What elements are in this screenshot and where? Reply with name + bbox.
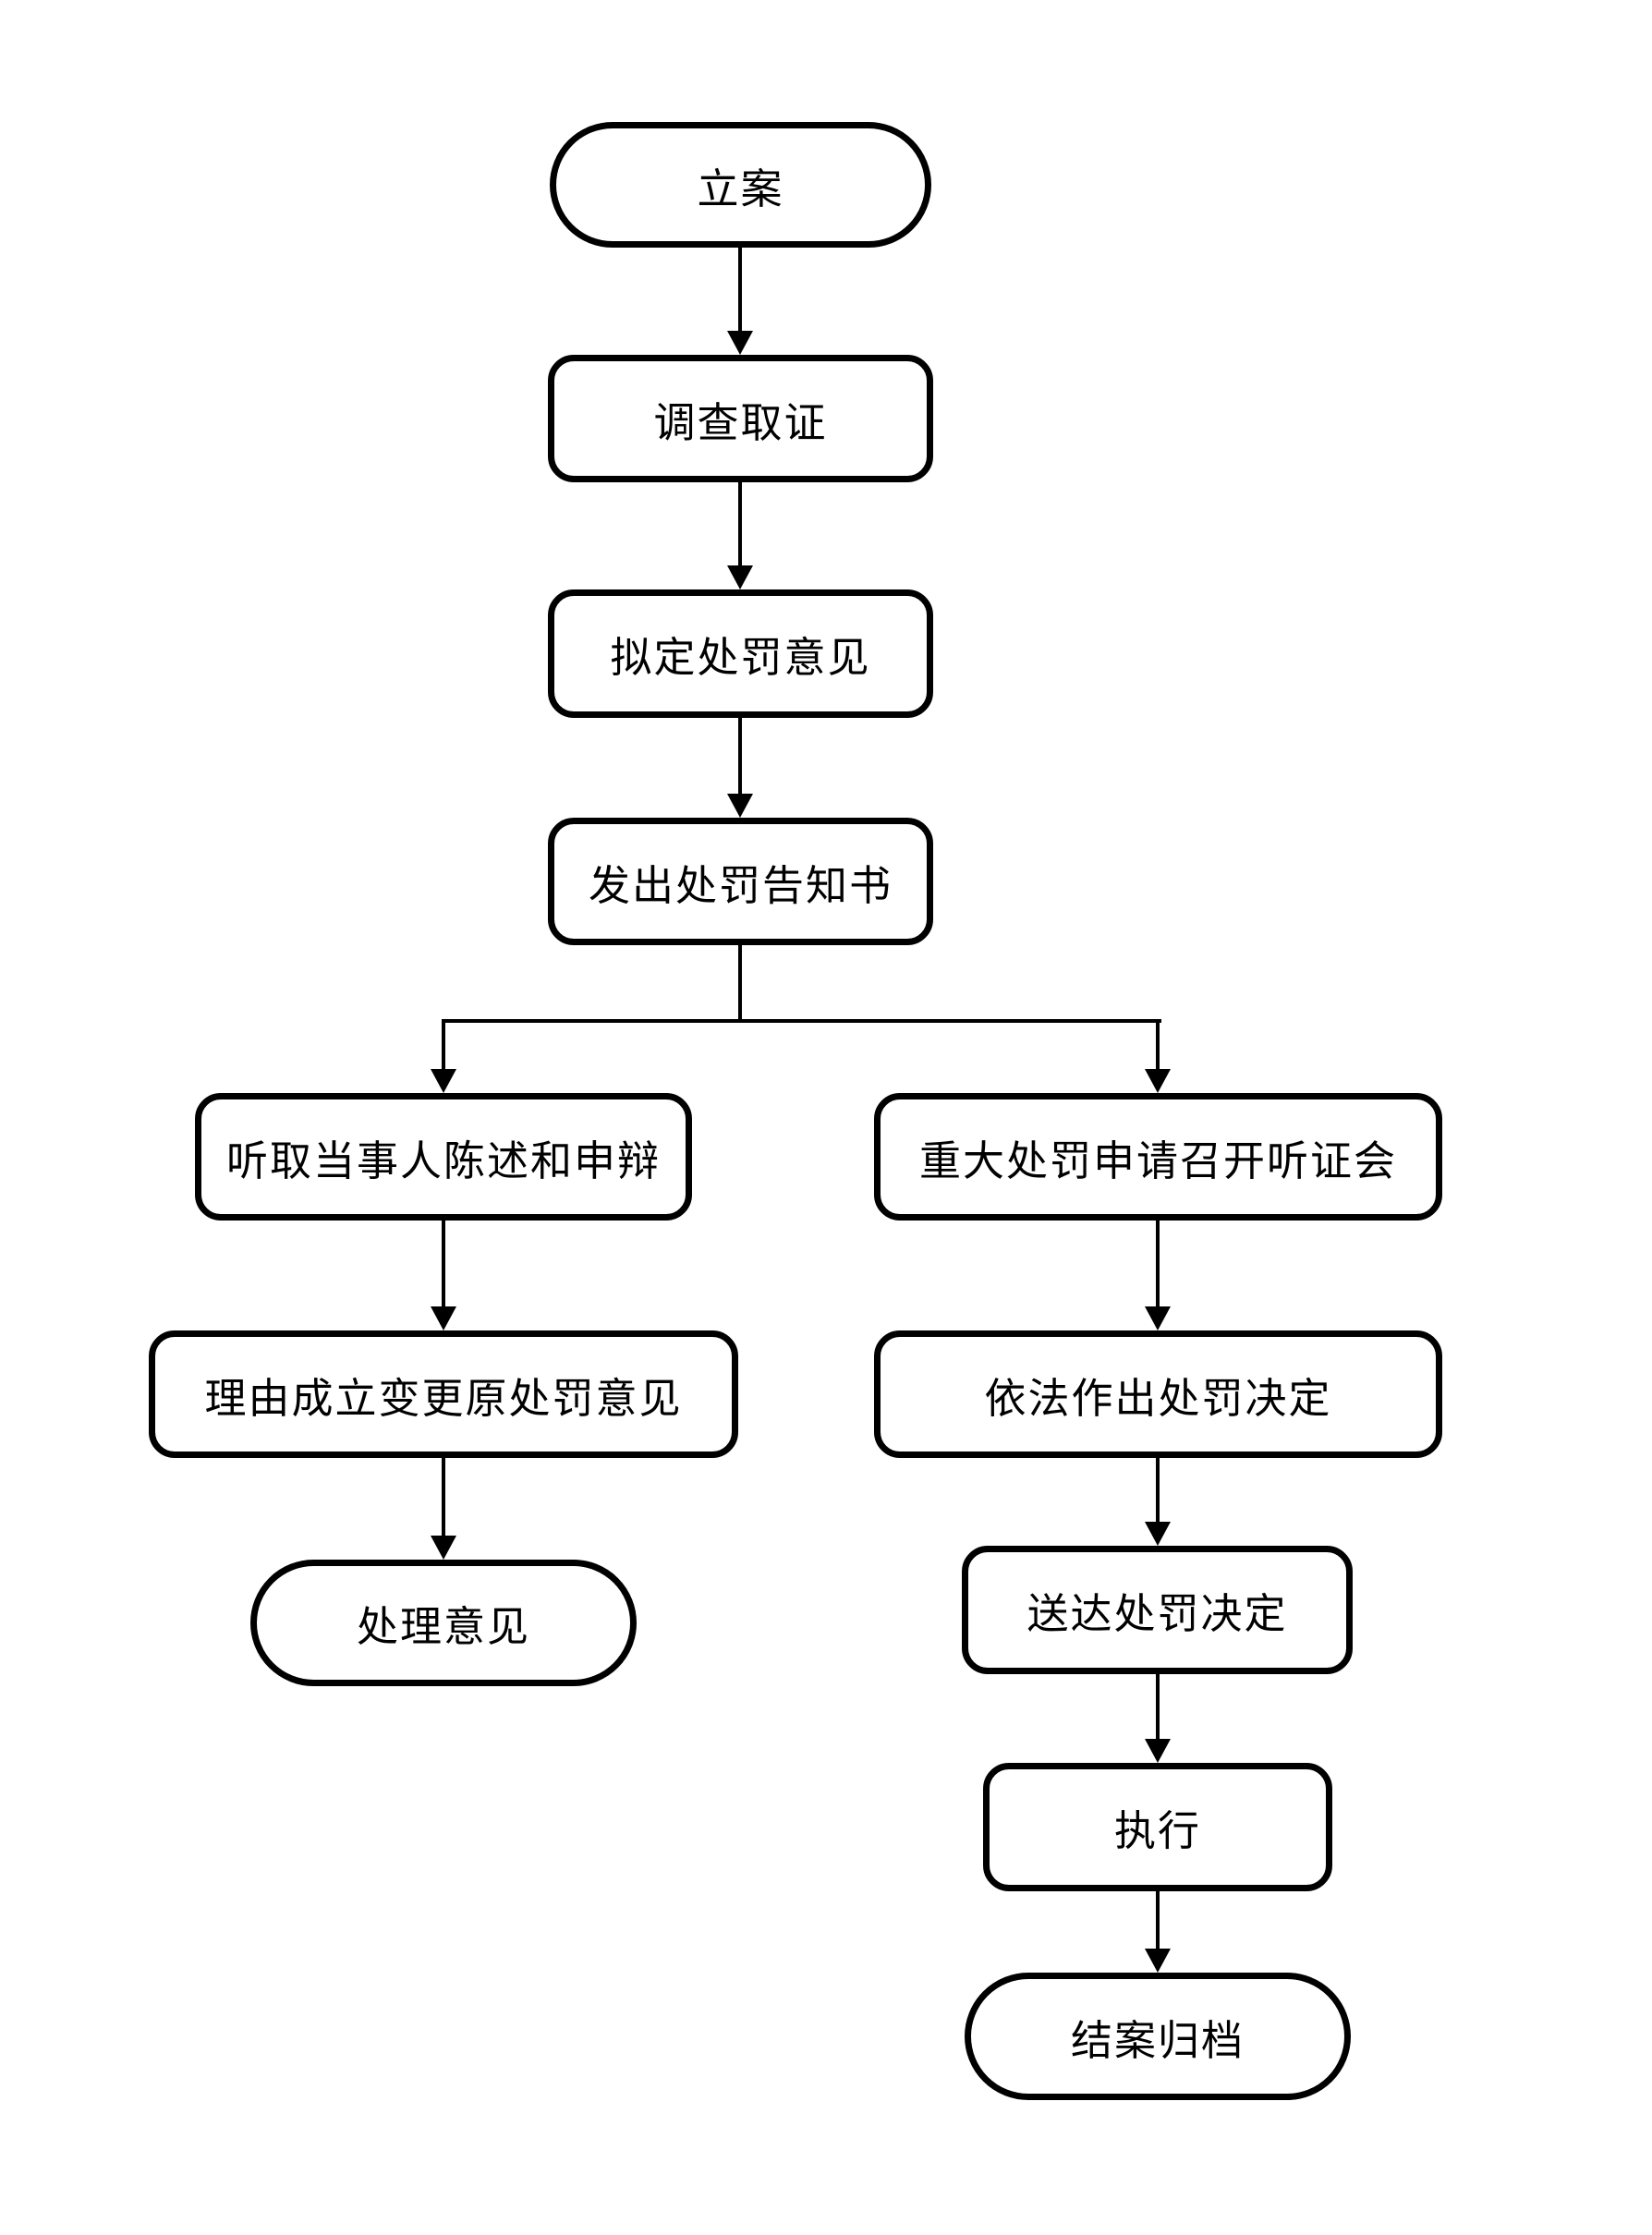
- arrowhead-down-icon: [431, 1306, 456, 1330]
- node-label: 结案归档: [1070, 2017, 1245, 2064]
- node-label: 理由成立变更原处罚意见: [204, 1375, 683, 1422]
- connector-split-horizontal: [442, 1019, 1161, 1023]
- flow-node-jie-an-gui-dang: 结案归档: [965, 1973, 1351, 2100]
- node-label: 调查取证: [653, 399, 828, 446]
- arrowhead-down-icon: [727, 565, 753, 589]
- arrow-stem-ni-ding-to-fa-chu: [738, 718, 742, 797]
- flow-node-song-da-chu-fa-jue-ding: 送达处罚决定: [962, 1546, 1353, 1674]
- arrowhead-down-icon: [1145, 1306, 1171, 1330]
- arrowhead-down-icon: [1145, 1522, 1171, 1546]
- flow-node-chu-li-yi-jian: 处理意见: [250, 1560, 637, 1686]
- arrowhead-down-icon: [1145, 1949, 1171, 1973]
- arrowhead-down-icon: [727, 794, 753, 818]
- arrow-stem-li-you-to-chu-li: [442, 1458, 445, 1539]
- flow-node-li-an: 立案: [550, 122, 931, 248]
- node-label: 执行: [1113, 1808, 1201, 1854]
- node-label: 处理意见: [356, 1604, 530, 1650]
- node-label: 拟定处罚意见: [610, 635, 871, 681]
- flow-node-yi-fa-zuo-chu-jue-ding: 依法作出处罚决定: [874, 1330, 1442, 1458]
- node-label: 发出处罚告知书: [588, 862, 893, 909]
- flow-node-ting-qu-chen-shu-shen-bian: 听取当事人陈述和申辩: [195, 1093, 692, 1221]
- arrow-stem-yi-fa-to-song-da: [1156, 1458, 1160, 1525]
- node-label: 送达处罚决定: [1026, 1591, 1288, 1637]
- arrowhead-down-icon: [1145, 1069, 1171, 1093]
- arrow-stem-li-an-to-diao-cha: [738, 248, 742, 334]
- arrowhead-down-icon: [431, 1069, 456, 1093]
- arrowhead-down-icon: [1145, 1739, 1171, 1763]
- flow-node-fa-chu-chu-fa-gao-zhi-shu: 发出处罚告知书: [548, 818, 933, 945]
- arrow-stem-zhong-da-to-yi-fa: [1156, 1221, 1160, 1310]
- flow-node-li-you-cheng-li-bian-geng: 理由成立变更原处罚意见: [149, 1330, 738, 1458]
- flow-node-zhong-da-chu-fa-ting-zheng: 重大处罚申请召开听证会: [874, 1093, 1442, 1221]
- arrow-stem-zhi-xing-to-jie-an: [1156, 1891, 1160, 1952]
- flow-node-ni-ding-chu-fa-yi-jian: 拟定处罚意见: [548, 589, 933, 718]
- node-label: 听取当事人陈述和申辩: [225, 1137, 661, 1184]
- arrowhead-down-icon: [431, 1536, 456, 1560]
- arrow-stem-split-to-ting-qu: [442, 1021, 445, 1073]
- node-label: 重大处罚申请召开听证会: [918, 1137, 1397, 1184]
- flow-node-diao-cha-qu-zheng: 调查取证: [548, 355, 933, 482]
- arrow-stem-diao-cha-to-ni-ding: [738, 482, 742, 569]
- arrow-stem-song-da-to-zhi-xing: [1156, 1674, 1160, 1743]
- node-label: 依法作出处罚决定: [984, 1375, 1332, 1422]
- arrow-stem-split-to-zhong-da: [1156, 1021, 1160, 1073]
- arrowhead-down-icon: [727, 331, 753, 355]
- connector-split-stem: [738, 945, 742, 1023]
- node-label: 立案: [697, 165, 784, 213]
- arrow-stem-ting-qu-to-li-you: [442, 1221, 445, 1310]
- flow-node-zhi-xing: 执行: [983, 1763, 1332, 1891]
